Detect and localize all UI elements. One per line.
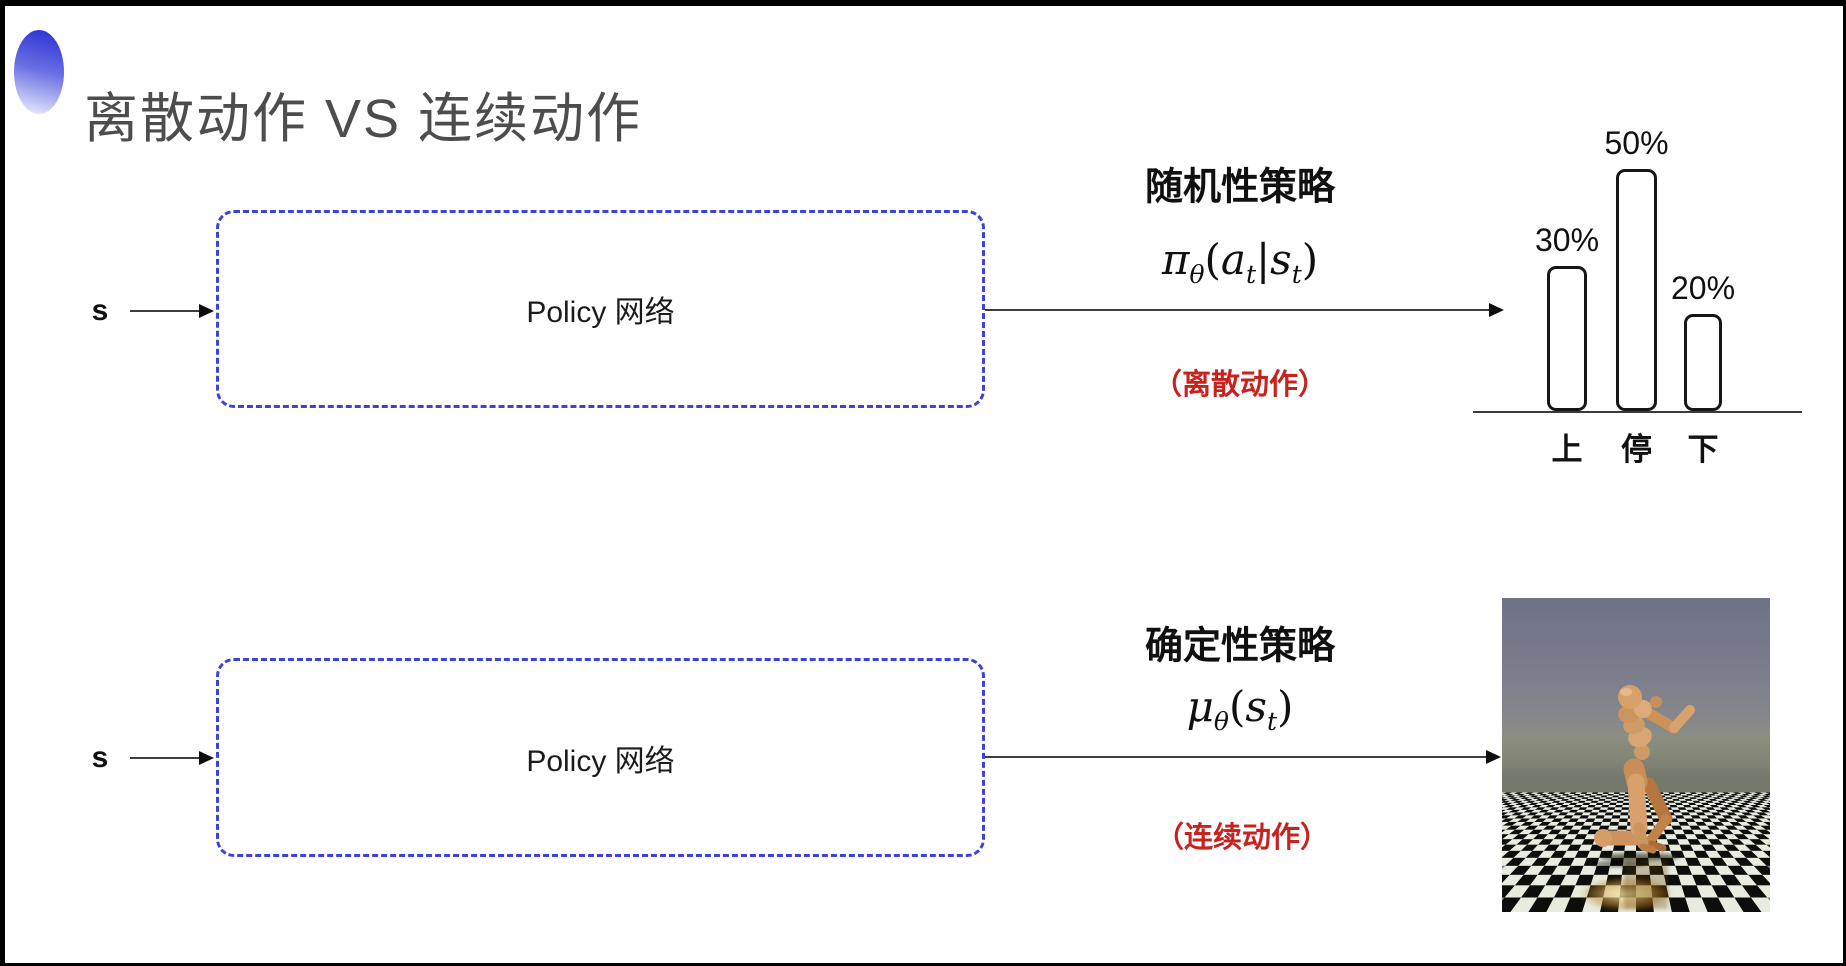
- chart-axis-line: [1473, 411, 1802, 413]
- bar-category-label: 下: [1687, 432, 1719, 467]
- policy-box-label: Policy 网络: [526, 296, 675, 329]
- action-note-continuous: （连续动作）: [1154, 822, 1330, 854]
- bar-category-label: 上: [1551, 432, 1583, 467]
- state-input-label-continuous: s: [91, 741, 109, 774]
- output-arrow-discrete: [985, 303, 1504, 317]
- probability-bar: [1616, 169, 1657, 411]
- bar-value-label: 20%: [1670, 270, 1736, 306]
- action-note-discrete: （离散动作）: [1152, 369, 1328, 401]
- input-arrow-continuous: [130, 751, 214, 765]
- probability-bar-chart: 30% 上 50% 停 20% 下: [1460, 112, 1820, 467]
- policy-box-label: Policy 网络: [526, 744, 675, 778]
- policy-network-box-discrete: Policy 网络: [216, 210, 985, 408]
- humanoid-figure: [1592, 685, 1695, 909]
- bar-category-label: 停: [1621, 432, 1652, 467]
- output-arrow-continuous: [985, 750, 1501, 764]
- bar-value-label: 50%: [1604, 125, 1669, 161]
- state-input-label-discrete: s: [91, 294, 109, 327]
- humanoid-simulation-image: [1502, 598, 1770, 912]
- title-ornament-circle: [14, 30, 64, 114]
- probability-bar: [1547, 266, 1587, 411]
- probability-bar: [1684, 314, 1722, 411]
- page-title: 离散动作 VS 连续动作: [84, 89, 643, 150]
- input-arrow-discrete: [130, 304, 214, 318]
- policy-type-stochastic: 随机性策略: [1144, 166, 1336, 209]
- bar-value-label: 30%: [1534, 222, 1600, 258]
- formula-deterministic-policy: μθ(st): [1186, 681, 1294, 737]
- formula-stochastic-policy: πθ(at|st): [1161, 234, 1319, 290]
- policy-type-deterministic: 确定性策略: [1144, 625, 1336, 668]
- policy-network-box-continuous: Policy 网络: [216, 658, 985, 857]
